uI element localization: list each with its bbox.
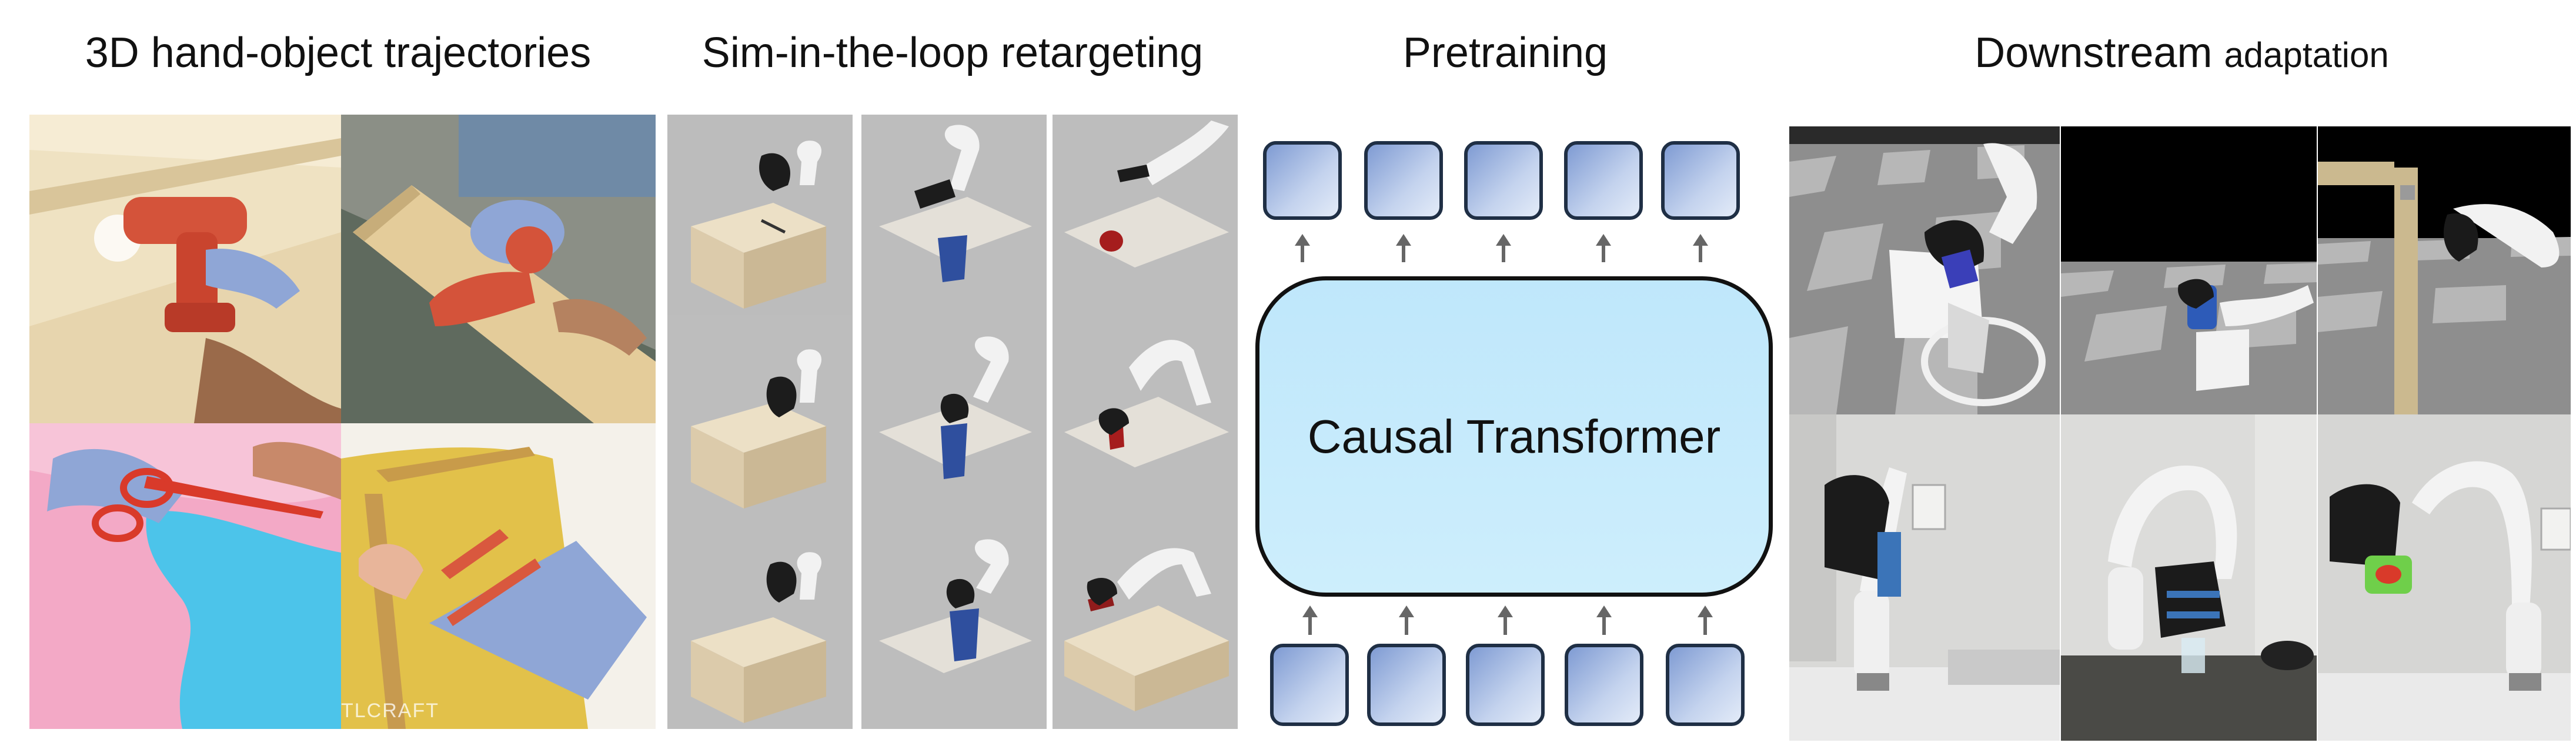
section-title-downstream: Downstream adaptation bbox=[1788, 24, 2576, 85]
real-robot-bottle bbox=[2061, 414, 2317, 741]
section-pretraining: Pretraining bbox=[1258, 0, 1752, 746]
output-token bbox=[1564, 141, 1643, 220]
input-token bbox=[1270, 644, 1349, 726]
section-downstream-adaptation: Downstream adaptation bbox=[1788, 0, 2576, 746]
sim-cell-mug-2 bbox=[861, 315, 1047, 517]
sim-cell-red-object-2 bbox=[1053, 315, 1238, 517]
output-token bbox=[1661, 141, 1740, 220]
sim-cell-mug-1 bbox=[861, 115, 1047, 315]
section-title-pretraining: Pretraining bbox=[1402, 29, 1608, 76]
sim-render-door bbox=[2318, 126, 2571, 414]
transformer-label: Causal Transformer bbox=[1307, 410, 1721, 463]
section-title-retargeting: Sim-in-the-loop retargeting bbox=[701, 29, 1204, 76]
section-sim-retargeting: Sim-in-the-loop retargeting bbox=[659, 0, 1247, 746]
photo-saw-plank bbox=[341, 115, 656, 423]
section-hand-object-trajectories: 3D hand-object trajectories bbox=[18, 0, 659, 746]
watermark-text: TLCRAFT bbox=[341, 700, 439, 722]
sim-cell-red-object-1 bbox=[1053, 115, 1238, 315]
downstream-title-small: adaptation bbox=[2224, 35, 2389, 75]
downstream-title-main: Downstream bbox=[1974, 29, 2213, 76]
photo-drill-shelf bbox=[29, 115, 341, 423]
output-token bbox=[1263, 141, 1342, 220]
real-robot-can bbox=[1789, 414, 2060, 741]
sim-cell-scissors-1 bbox=[667, 115, 853, 315]
real-robot-toy bbox=[2318, 414, 2571, 741]
sim-render-can bbox=[2061, 126, 2317, 414]
sim-cell-scissors-2 bbox=[667, 315, 853, 517]
photo-scissors-paper bbox=[29, 423, 341, 729]
causal-transformer-block: Causal Transformer bbox=[1255, 276, 1773, 597]
input-token bbox=[1565, 644, 1643, 726]
output-token bbox=[1464, 141, 1543, 220]
output-token bbox=[1364, 141, 1443, 220]
sim-render-tablet bbox=[1789, 126, 2060, 414]
input-token bbox=[1367, 644, 1446, 726]
photo-hanger-cloth: TLCRAFT bbox=[341, 423, 656, 729]
sim-cell-red-object-3 bbox=[1053, 517, 1238, 729]
sim-cell-mug-3 bbox=[861, 517, 1047, 729]
section-title-trajectories: 3D hand-object trajectories bbox=[85, 29, 592, 76]
input-token bbox=[1666, 644, 1745, 726]
sim-cell-scissors-3 bbox=[667, 517, 853, 729]
input-token bbox=[1466, 644, 1545, 726]
